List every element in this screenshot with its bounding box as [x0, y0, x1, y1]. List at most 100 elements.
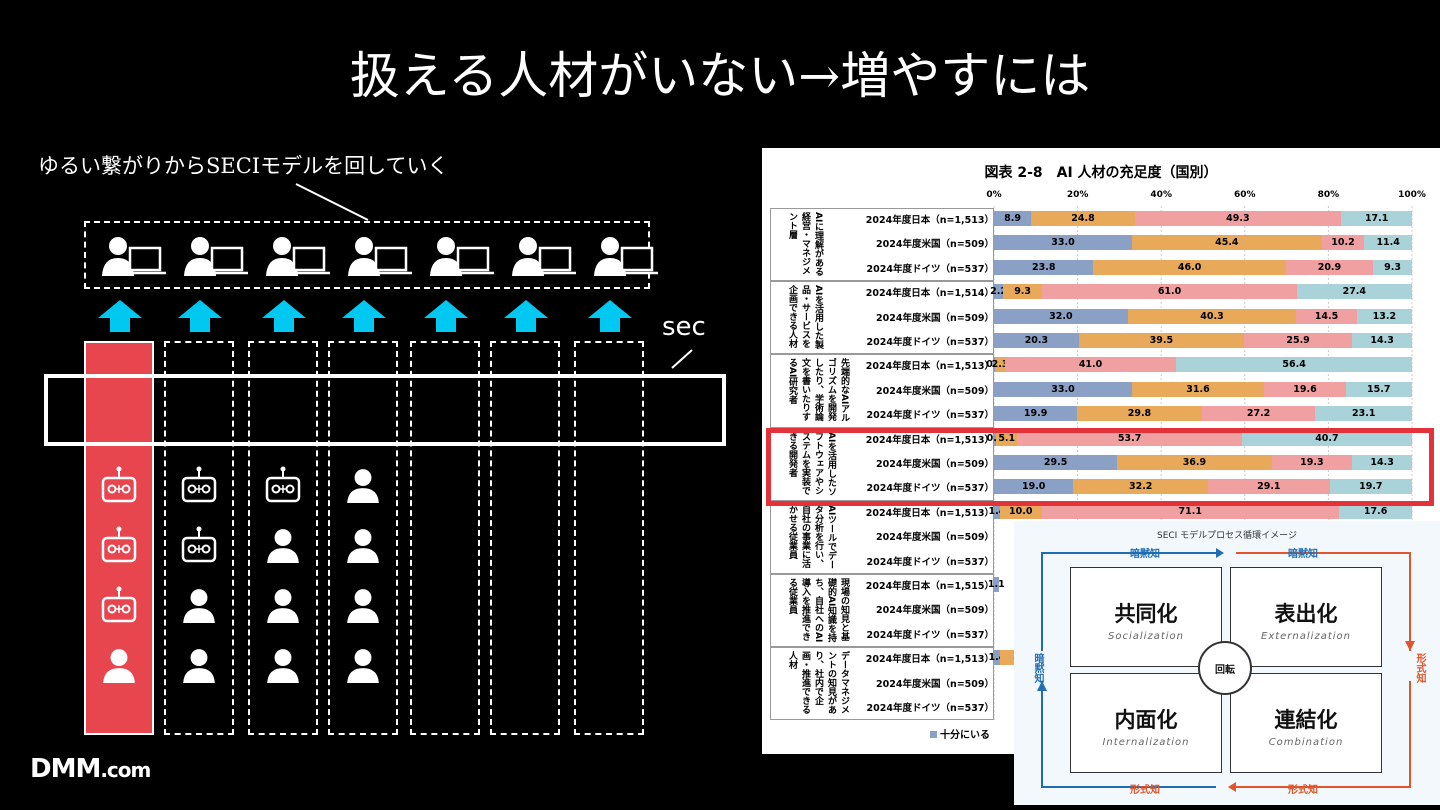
developer-highlight-box [766, 428, 1434, 506]
seci-model-panel: SECI モデルプロセス循環イメージ 暗黙知 暗黙知 暗黙知 形式知 形式知 形… [1014, 521, 1440, 805]
explicit-label-right: 形式知 [1414, 653, 1425, 683]
row-label: 2024年度日本（n=1,513） [865, 654, 994, 666]
quadrant-title: 連結化 [1274, 708, 1338, 732]
quadrant-subtitle: Internalization [1102, 737, 1190, 748]
x-tick-label: 60% [1234, 190, 1256, 200]
robot-icon [100, 525, 138, 565]
person-laptop-icon [264, 234, 332, 278]
bar-segment: 14.5 [1296, 308, 1357, 324]
category-label: AIを活用したソフトウェアやシステムを実装できる開発者 [787, 431, 836, 496]
legend-label: 十分にいる [940, 730, 990, 741]
sec-label: sec [662, 312, 706, 342]
person-icon [264, 525, 302, 565]
person-icon [344, 585, 382, 625]
bar-segment: 1.4 [988, 650, 1006, 666]
bar-segment: 19.0 [994, 479, 1074, 495]
bar-segment: 23.8 [994, 259, 1094, 275]
bar-segment: 27.2 [1201, 406, 1316, 422]
bar-segment: 56.4 [1176, 357, 1412, 373]
row-label: 2024年度ドイツ（n=537） [866, 629, 995, 641]
person-laptop-icon [346, 234, 414, 278]
category-label: 現場の知見と基礎的AI知識を持ち、自社へのAI導入を推進できる従業員 [787, 578, 849, 643]
sec-band [44, 374, 726, 446]
row-label: 2024年度日本（n=1,514） [865, 288, 994, 300]
bar-segment: 31.6 [1131, 381, 1265, 397]
person-laptop-icon [592, 234, 660, 278]
bar-segment: 14.3 [1352, 455, 1412, 470]
category-label: AIに理解がある経営・マネジメント層 [787, 212, 823, 277]
rotation-circle: 回転 [1198, 641, 1252, 695]
row-label: 2024年度米国（n=509） [876, 459, 994, 470]
person-icon [100, 645, 138, 685]
bar-segment: 9.3 [1003, 284, 1043, 300]
row-label: 2024年度日本（n=1,513） [865, 434, 994, 446]
x-tick-label: 20% [1066, 190, 1089, 200]
tacit-label-top-left: 暗黙知 [1130, 549, 1160, 560]
bar-segment: 1.1 [987, 577, 1005, 592]
up-arrow-icon [504, 300, 548, 332]
quadrant-title: 表出化 [1274, 602, 1338, 626]
bar-segment: 45.4 [1131, 235, 1322, 251]
bar-segment: 14.3 [1352, 333, 1412, 348]
explicit-label-bottom-right: 形式知 [1288, 785, 1318, 796]
quadrant-externalization: 表出化 Externalization [1230, 567, 1382, 667]
x-tick-label: 80% [1317, 190, 1340, 200]
bar-segment: 40.7 [1241, 430, 1412, 446]
quadrant-combination: 連結化 Combination [1230, 673, 1382, 773]
bar-segment: 19.3 [1271, 455, 1353, 470]
bar-segment: 27.4 [1297, 284, 1412, 300]
person-icon [344, 465, 382, 505]
up-arrow-icon [98, 300, 142, 332]
team-column [328, 341, 398, 735]
bar-segment: 41.0 [1004, 357, 1177, 373]
dmm-logo: DMM.com [30, 754, 151, 784]
bar-segment: 46.0 [1093, 259, 1286, 275]
bar-segment: 8.9 [994, 211, 1032, 226]
bar-segment: 40.3 [1127, 308, 1297, 324]
person-laptop-icon [100, 234, 168, 278]
callout-lines [295, 183, 693, 369]
person-icon [180, 645, 218, 685]
robot-icon [180, 465, 218, 505]
quadrant-socialization: 共同化 Socialization [1070, 567, 1222, 667]
chart-title: 図表 2-8 AI 人材の充足度（国別） [984, 165, 1218, 181]
row-label: 2024年度ドイツ（n=537） [866, 410, 995, 422]
explicit-label-bottom-left: 形式知 [1130, 785, 1160, 796]
row-label: 2024年度米国（n=509） [876, 312, 994, 324]
category-label: AIツールでデータ分析を行い、自社の事業に活かせる従業員 [787, 504, 836, 570]
bar-segment: 36.9 [1117, 455, 1272, 470]
x-tick-label: 40% [1150, 190, 1172, 200]
quadrant-title: 共同化 [1114, 602, 1178, 626]
quadrant-subtitle: Combination [1268, 737, 1344, 748]
bar-segment: 10.0 [999, 503, 1042, 519]
bar-segment: 19.7 [1329, 479, 1412, 495]
bar-segment: 32.0 [994, 308, 1128, 324]
bar-segment: 49.3 [1134, 211, 1341, 226]
person-icon [344, 645, 382, 685]
bar-segment: 24.8 [1031, 211, 1135, 226]
chart-legend: 十分にいる [930, 726, 990, 741]
bar-segment: 29.5 [994, 455, 1118, 470]
row-label: 2024年度ドイツ（n=537） [866, 703, 995, 714]
person-icon [264, 585, 302, 625]
bar-segment: 32.2 [1073, 479, 1208, 495]
category-box [770, 281, 994, 355]
bar-segment: 10.2 [1321, 235, 1365, 251]
row-label: 2024年度ドイツ（n=537） [866, 337, 995, 348]
slide-subtitle: ゆるい繋がりからSECIモデルを回していく [38, 154, 449, 178]
robot-icon [100, 585, 138, 625]
row-label: 2024年度米国（n=509） [876, 678, 994, 690]
bar-segment: 20.3 [994, 333, 1079, 348]
x-tick-label: 0% [986, 190, 1002, 200]
team-column [574, 341, 644, 735]
bar-segment: 19.9 [994, 406, 1078, 422]
bar-segment: 33.0 [994, 381, 1132, 397]
quadrant-subtitle: Socialization [1108, 631, 1184, 642]
bar-segment: 33.0 [994, 235, 1132, 251]
bar-segment: 23.1 [1315, 406, 1412, 422]
quadrant-subtitle: Externalization [1261, 631, 1351, 642]
up-arrow-icon [588, 300, 632, 332]
bar-segment: 17.1 [1340, 211, 1413, 226]
bar-segment: 0.3 [986, 357, 1003, 373]
category-box [770, 354, 994, 428]
